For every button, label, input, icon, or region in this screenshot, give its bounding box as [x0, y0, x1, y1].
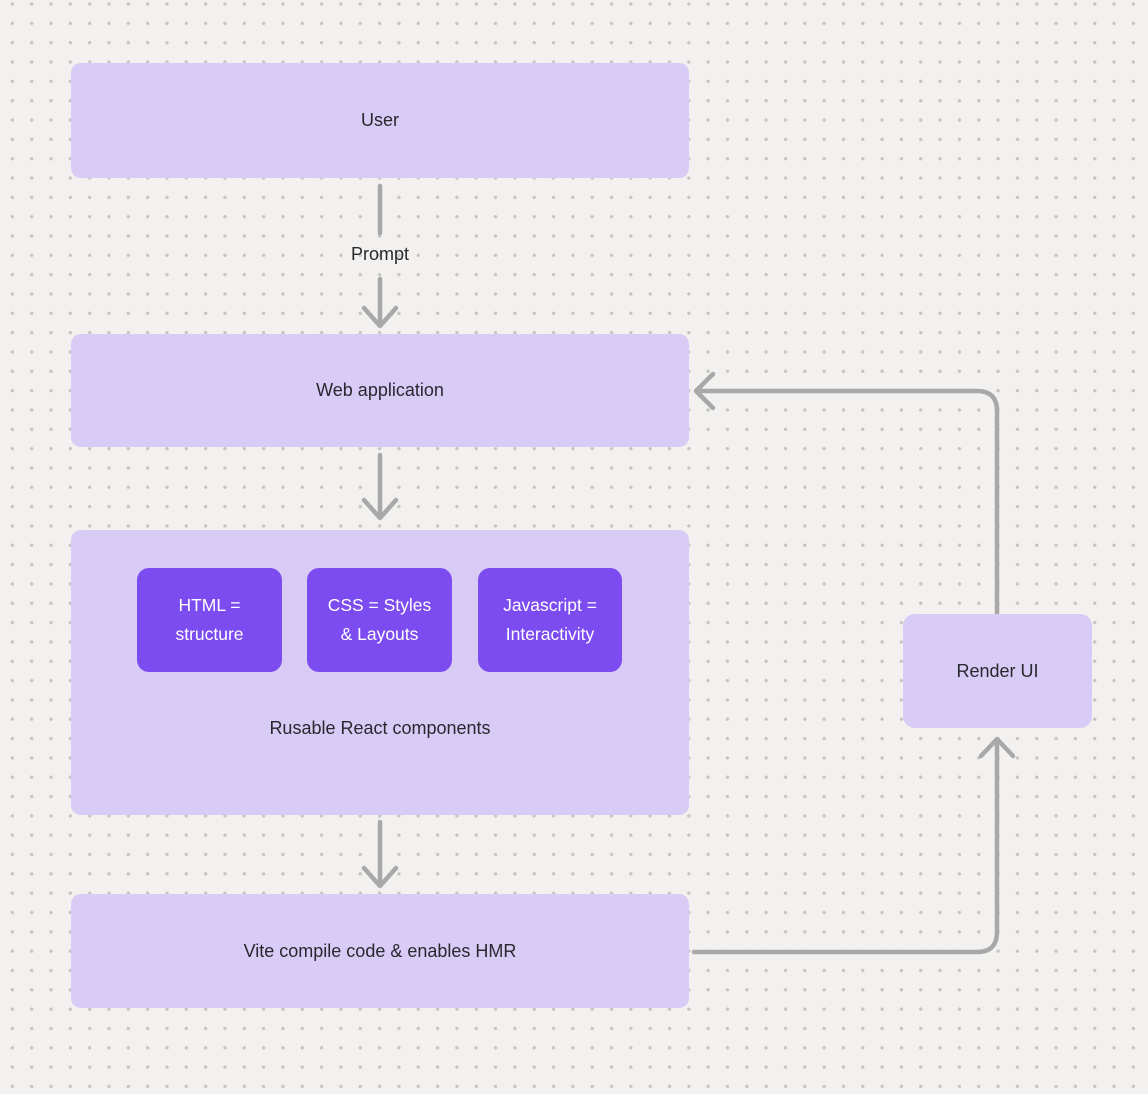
edge-components-to-vite: [361, 819, 399, 889]
node-user-label: User: [360, 110, 399, 130]
node-web-application-label: Web application: [316, 380, 444, 400]
edge-webapp-to-components-arrowhead: [361, 497, 399, 521]
node-render-ui-label: Render UI: [956, 660, 1039, 681]
node-user[interactable]: User: [71, 63, 689, 178]
components-group-caption: Rusable React components: [269, 718, 491, 738]
node-render-ui[interactable]: Render UI: [903, 614, 1092, 728]
edge-webapp-to-components: [361, 452, 399, 521]
node-html-structure[interactable]: HTML = structure: [137, 568, 282, 672]
node-web-application[interactable]: Web application: [71, 334, 689, 447]
node-javascript-interactivity-label: Javascript = Interactivity: [503, 595, 597, 644]
edge-user-to-webapp-arrowhead: [361, 305, 399, 329]
edge-vite-to-renderui: [691, 736, 1016, 955]
edge-components-to-vite-arrowhead: [361, 865, 399, 889]
edge-label-prompt: Prompt: [350, 244, 410, 264]
node-css-styles-label: CSS = Styles & Layouts: [327, 595, 432, 644]
edge-renderui-to-webapp-arrowhead: [693, 371, 716, 411]
node-vite[interactable]: Vite compile code & enables HMR: [71, 894, 689, 1008]
edge-vite-to-renderui-shaft: [691, 740, 1000, 955]
node-components-group[interactable]: HTML = structure CSS = Styles & Layouts …: [71, 530, 689, 815]
node-css-styles[interactable]: CSS = Styles & Layouts: [307, 568, 452, 672]
node-html-structure-label: HTML = structure: [175, 595, 244, 644]
edge-renderui-to-webapp-shaft: [699, 388, 1000, 616]
node-vite-label: Vite compile code & enables HMR: [243, 940, 517, 961]
node-javascript-interactivity[interactable]: Javascript = Interactivity: [478, 568, 622, 672]
edge-vite-to-renderui-arrowhead: [978, 736, 1016, 759]
edge-renderui-to-webapp: [693, 371, 1000, 616]
